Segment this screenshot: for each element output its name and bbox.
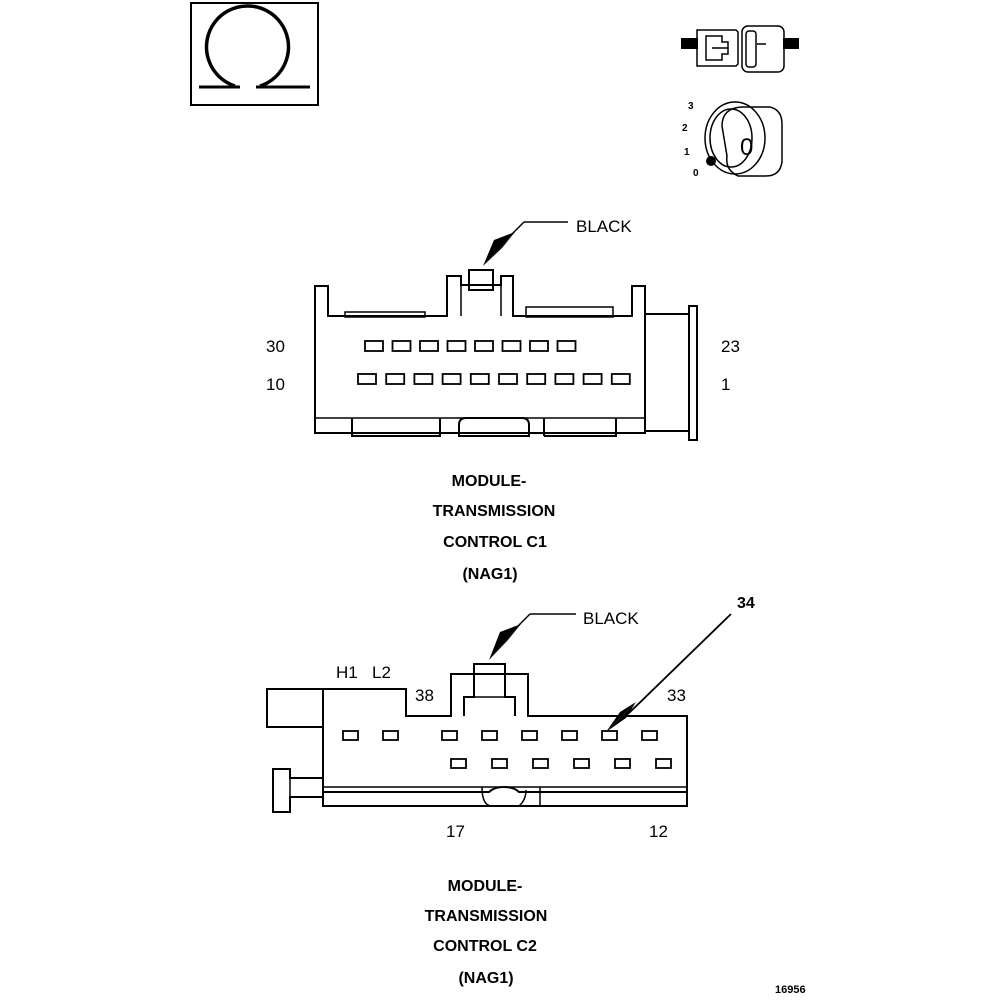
c1-top-pin-cavity [556,340,577,352]
c2-pin-label-12: 12 [649,822,668,841]
c2-top-pin-cavity [641,730,658,741]
ohm-symbol-icon [190,2,319,106]
c2-bottom-pin-cavity [655,758,672,769]
c1-bottom-pin-cavity [526,373,547,385]
c1-title: MODULE- TRANSMISSION CONTROL C1 (NAG1) [433,473,556,583]
c1-pin-label-23: 23 [721,337,740,356]
c2-top-pin-cavity [441,730,458,741]
connector-c1: BLACK 30 10 23 1 [266,217,740,441]
c2-bottom-pin-cavity [491,758,508,769]
c2-bottom-pin-cavity [450,758,467,769]
ignition-position-3: 3 [688,101,694,112]
c2-top-pin-cavity [342,730,359,741]
c1-top-pin-cavity [419,340,439,352]
c1-pin-label-1: 1 [721,375,730,394]
c2-pin-label-17: 17 [446,822,465,841]
c1-color-callout: BLACK [576,217,632,236]
c1-top-pin-cavity [501,340,522,352]
c2-title: MODULE- TRANSMISSION CONTROL C2 (NAG1) [425,878,548,987]
c2-bottom-pin-cavity [573,758,590,769]
c1-pin-label-30: 30 [266,337,285,356]
c2-top-pin-cavity [382,730,399,741]
c2-top-pin-cavity [561,730,578,741]
figure-id: 16956 [775,984,806,996]
c2-bottom-pin-row [450,758,672,769]
c1-bottom-pin-cavity [441,373,462,385]
c1-title-line-3: CONTROL C1 [443,534,547,551]
ignition-key-icon: 3 2 1 0 0 [682,101,783,179]
c1-title-line-4: (NAG1) [462,566,517,583]
c2-pin-label-38: 38 [415,686,434,705]
c1-pin-label-10: 10 [266,375,285,394]
ignition-key-label: 0 [740,134,753,161]
c1-bottom-pin-cavity [469,373,490,385]
c1-bottom-pin-cavity [554,373,575,385]
c1-bottom-pin-cavity [385,373,406,385]
ignition-position-0: 0 [693,168,699,179]
c2-top-pin-cavity [521,730,538,741]
c2-title-line-1: MODULE- [448,878,523,895]
c1-bottom-pin-cavity [413,373,434,385]
ignition-position-1: 1 [684,147,690,158]
c2-top-pin-cavity [481,730,498,741]
connector-c2: BLACK 34 H1 L2 38 33 17 12 [266,595,755,841]
c1-bottom-pin-cavity [582,373,603,385]
c2-bottom-pin-cavity [614,758,631,769]
c1-top-pin-cavity [364,340,384,352]
c1-bottom-pin-cavity [498,373,518,385]
c2-title-line-3: CONTROL C2 [433,938,537,955]
c1-top-pin-row [364,340,577,352]
c1-title-line-2: TRANSMISSION [433,503,556,520]
c1-top-pin-cavity [391,340,412,352]
c2-pin-label-h1: H1 [336,663,358,682]
c1-top-pin-cavity [446,340,467,352]
c2-title-line-2: TRANSMISSION [425,908,548,925]
c1-top-pin-cavity [529,340,549,352]
c2-bottom-pin-cavity [532,758,549,769]
c1-top-pin-cavity [474,340,494,352]
c1-bottom-pin-cavity [610,373,631,385]
ignition-position-2: 2 [682,123,688,134]
c2-pointer-label-34: 34 [737,595,755,612]
c2-top-pin-row [342,730,658,741]
c1-title-line-1: MODULE- [452,473,527,490]
disconnected-connector-icon [681,25,799,73]
c1-bottom-pin-row [357,373,631,385]
c2-pin-label-l2: L2 [372,663,391,682]
c2-top-pin-cavity [601,730,618,741]
c2-color-callout: BLACK [583,609,639,628]
c1-bottom-pin-cavity [357,373,377,385]
c2-title-line-4: (NAG1) [458,970,513,987]
c2-pin-label-33: 33 [667,686,686,705]
